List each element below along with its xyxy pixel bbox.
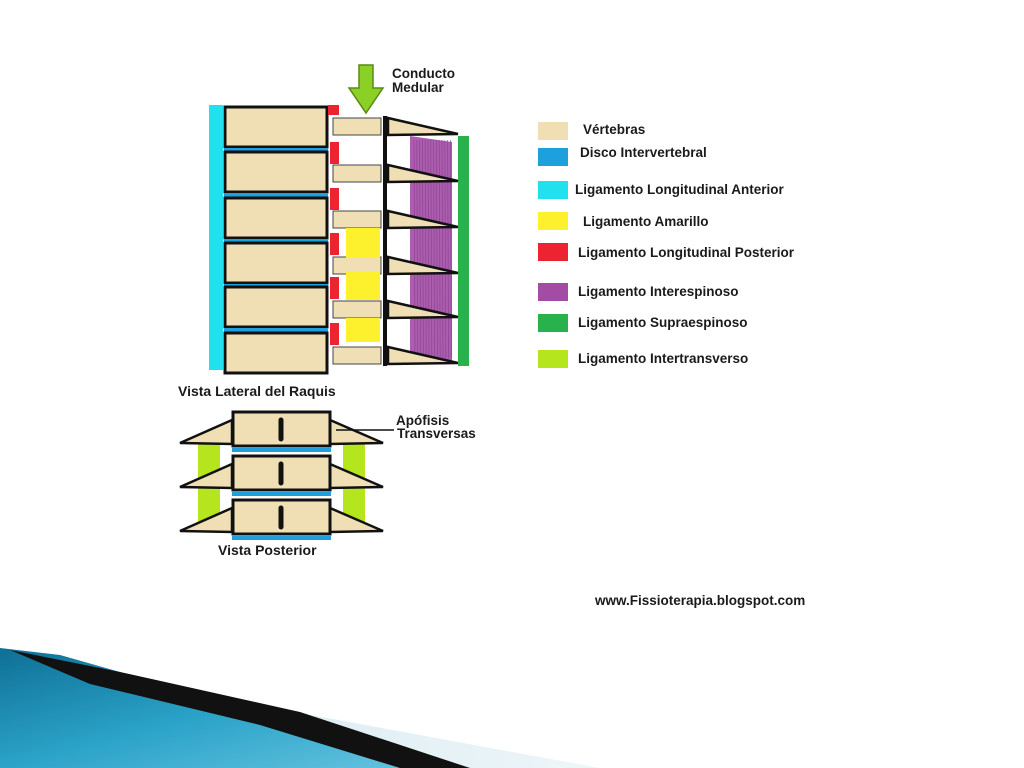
posterior-disc xyxy=(232,492,331,496)
vertebral-arch xyxy=(332,300,382,319)
lateral-view-title: Vista Lateral del Raquis xyxy=(178,383,336,399)
vertebral-body xyxy=(223,150,329,194)
transverse-process-right xyxy=(328,418,384,446)
legend-swatch-amarillo xyxy=(538,212,568,230)
apofisis-label-line2: Transversas xyxy=(397,426,476,441)
apofisis-label-line1: Apófisis xyxy=(396,413,449,428)
supraspinous-ligament xyxy=(458,136,469,366)
legend-swatch-interespinoso xyxy=(538,283,568,301)
spinous-process xyxy=(386,299,459,320)
intervertebral-disc xyxy=(224,148,328,152)
posterior-ligament xyxy=(330,142,339,164)
conducto-label-line1: Conducto xyxy=(392,66,455,81)
intervertebral-disc xyxy=(224,193,328,197)
vertebral-arch xyxy=(332,117,382,136)
spinous-process xyxy=(386,209,459,230)
interspinous-fibre xyxy=(444,139,447,359)
interspinous-fibre xyxy=(449,139,452,359)
posterior-ligament xyxy=(328,105,339,115)
spinous-process xyxy=(386,116,459,137)
legend-label-interespinoso: Ligamento Interespinoso xyxy=(578,284,739,299)
ligamentum-flavum xyxy=(346,228,380,258)
legend-label-anterior: Ligamento Longitudinal Anterior xyxy=(575,182,784,197)
legend-label-amarillo: Ligamento Amarillo xyxy=(583,214,709,229)
legend-label-posterior: Ligamento Longitudinal Posterior xyxy=(578,245,795,260)
vertebral-body xyxy=(223,196,329,240)
corner-decoration xyxy=(0,648,600,768)
intervertebral-disc xyxy=(224,239,328,243)
vertebral-body xyxy=(223,331,329,375)
posterior-ligament xyxy=(330,277,339,299)
posterior-ligament xyxy=(330,233,339,255)
vertebral-body xyxy=(223,241,329,285)
interspinous-fibre xyxy=(447,139,450,359)
legend: Vértebras Disco Intervertebral Ligamento… xyxy=(538,122,795,368)
posterior-disc xyxy=(232,536,331,540)
down-arrow-icon xyxy=(347,64,385,115)
posterior-ligament xyxy=(330,188,339,210)
spinous-process xyxy=(386,163,459,184)
vertebral-body xyxy=(223,285,329,329)
posterior-ligament xyxy=(330,323,339,345)
legend-swatch-intertransverso xyxy=(538,350,568,368)
legend-swatch-posterior xyxy=(538,243,568,261)
legend-swatch-disco xyxy=(538,148,568,166)
spinous-process xyxy=(386,255,459,276)
conducto-label-line2: Medular xyxy=(392,80,445,95)
legend-swatch-anterior xyxy=(538,181,568,199)
vertebral-body xyxy=(223,105,329,149)
legend-label-supraespinoso: Ligamento Supraespinoso xyxy=(578,315,748,330)
vertebral-arch xyxy=(332,346,382,365)
vertebral-arch xyxy=(332,256,382,275)
posterior-view-title: Vista Posterior xyxy=(218,542,317,558)
posterior-view xyxy=(179,410,384,540)
ligamentum-flavum xyxy=(346,318,380,342)
legend-label-vertebras: Vértebras xyxy=(583,122,645,137)
legend-label-disco: Disco Intervertebral xyxy=(580,145,707,160)
posterior-disc xyxy=(232,448,331,452)
anterior-ligament xyxy=(209,105,223,370)
vertebral-arch xyxy=(332,210,382,229)
legend-label-intertransverso: Ligamento Intertransverso xyxy=(578,351,748,366)
spinous-process xyxy=(386,345,459,366)
intervertebral-disc xyxy=(224,328,328,332)
vertebral-arch xyxy=(332,164,382,183)
legend-swatch-vertebras xyxy=(538,122,568,140)
legend-swatch-supraespinoso xyxy=(538,314,568,332)
transverse-process-left xyxy=(179,418,234,446)
source-url: www.Fissioterapia.blogspot.com xyxy=(594,593,805,608)
lateral-view xyxy=(209,105,469,375)
ligamentum-flavum xyxy=(346,272,380,300)
